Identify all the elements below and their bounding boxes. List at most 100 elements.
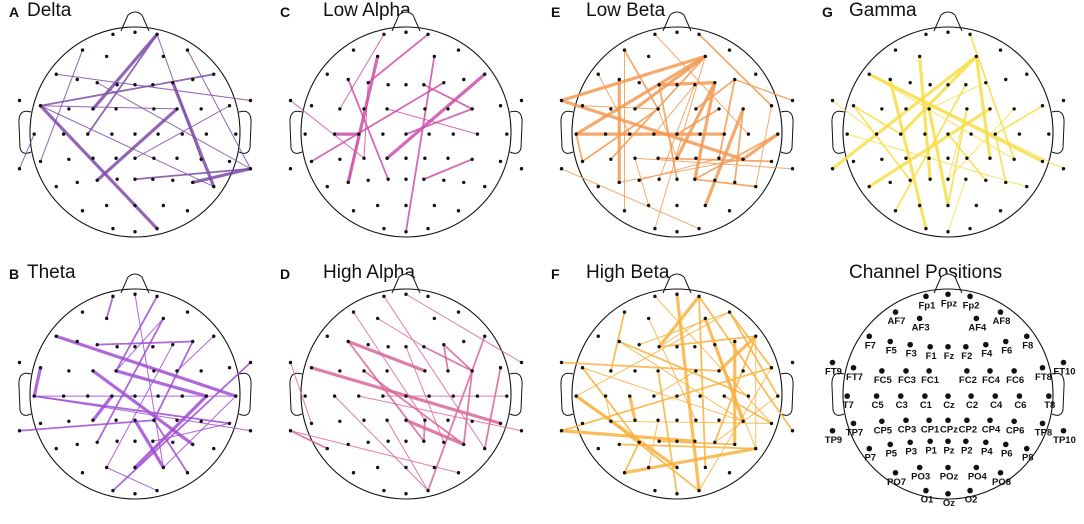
electrode-c1: [923, 132, 927, 136]
head-map: [559, 11, 795, 238]
connection-line: [347, 78, 390, 181]
electrode-o2: [426, 226, 430, 231]
electrode-c4: [722, 394, 726, 398]
electrode-po4: [432, 465, 437, 470]
channel-label: FT10: [1053, 367, 1075, 378]
channel-label: AF3: [912, 322, 930, 333]
channel-label: AF8: [993, 316, 1011, 327]
electrode-p2: [964, 177, 968, 181]
electrode-f3: [908, 80, 912, 85]
electrode-tp9: [830, 167, 835, 171]
nose-outline: [662, 273, 692, 294]
electrode-oz: [675, 230, 679, 234]
electrode-ft9: [17, 98, 22, 103]
electrode-p6: [1002, 441, 1009, 448]
connection-line: [358, 395, 522, 432]
electrode-tp7: [38, 421, 43, 426]
connection-line: [105, 295, 114, 320]
connection-line: [581, 108, 659, 163]
electrode-fc3: [362, 369, 366, 373]
electrode-ft7: [38, 104, 43, 108]
connection-line: [405, 55, 436, 233]
electrode-f3: [907, 341, 913, 348]
electrode-p3: [637, 440, 641, 444]
electrode-p3: [908, 178, 912, 182]
connection-line: [134, 105, 230, 159]
electrode-pz: [675, 177, 679, 181]
connection-line: [622, 447, 758, 475]
electrode-fp2: [967, 293, 973, 300]
connection-line: [623, 49, 659, 110]
left-ear-outline: [560, 110, 574, 154]
electrode-tp9: [288, 429, 293, 433]
channel-label: CP4: [982, 424, 1001, 435]
connection-line: [867, 107, 992, 189]
electrode-p6: [462, 180, 466, 185]
electrode-cp6: [470, 157, 474, 161]
electrode-f4: [171, 342, 175, 347]
electrode-cp3: [362, 156, 366, 160]
connection-line: [618, 341, 744, 422]
electrode-o1: [923, 487, 929, 494]
connection-line: [162, 395, 237, 468]
electrode-poz: [945, 464, 951, 471]
electrode-fc3: [362, 107, 366, 111]
connection-line: [54, 334, 238, 398]
electrode-c4: [993, 132, 997, 136]
electrode-cp2: [694, 418, 698, 422]
electrode-fp2: [968, 32, 972, 37]
channel-label: FC3: [898, 375, 916, 386]
electrode-t8: [505, 394, 509, 398]
electrode-tp7: [850, 420, 857, 427]
head-outline: [29, 288, 241, 500]
electrode-p7: [325, 184, 329, 189]
right-ear-outline: [509, 110, 523, 154]
electrode-af7: [351, 310, 356, 314]
electrode-po8: [997, 469, 1004, 476]
electrode-p6: [1004, 180, 1008, 185]
electrode-po7: [351, 471, 356, 475]
electrode-f8: [212, 334, 216, 338]
channel-label: Fp1: [919, 300, 937, 311]
electrode-pz: [675, 439, 679, 443]
electrode-ft7: [309, 104, 314, 108]
electrode-cpz: [404, 156, 408, 160]
connection-line: [134, 293, 164, 468]
electrode-af4: [703, 54, 708, 59]
connection-line: [657, 81, 717, 87]
panel-title: Theta: [27, 262, 76, 283]
electrode-tp10: [519, 429, 524, 433]
electrode-o2: [155, 488, 159, 493]
channel-label: P6: [1001, 448, 1013, 459]
electrode-af8: [727, 48, 732, 52]
left-ear-outline: [560, 372, 574, 416]
connection-line: [133, 394, 208, 470]
electrode-af7: [622, 310, 627, 314]
electrode-ft10: [519, 360, 524, 365]
nose-outline: [933, 11, 963, 32]
electrode-c6: [204, 132, 209, 136]
connection-line: [734, 79, 793, 101]
channel-label: F6: [1001, 346, 1012, 357]
electrode-poz: [133, 465, 137, 470]
electrode-fc4: [987, 368, 993, 374]
electrode-af8: [185, 48, 190, 52]
electrode-fc6: [470, 369, 474, 373]
connection-line: [112, 361, 252, 492]
channel-label: C3: [896, 400, 908, 411]
electrode-p5: [887, 441, 894, 448]
panel-letter: F: [551, 266, 560, 282]
electrode-o1: [111, 488, 115, 493]
electrode-f1: [657, 83, 661, 87]
connection-line: [152, 340, 194, 422]
connection-line: [994, 133, 1007, 184]
connection-line: [694, 78, 736, 110]
electrode-ft10: [790, 98, 795, 103]
electrode-f4: [171, 80, 175, 85]
channel-label: CP3: [898, 424, 916, 435]
right-ear-outline: [1051, 372, 1065, 416]
electrode-ft8: [1039, 364, 1046, 371]
electrode-fp2: [426, 294, 430, 299]
electrode-c3: [357, 394, 361, 398]
channel-label: FT8: [1035, 372, 1052, 383]
